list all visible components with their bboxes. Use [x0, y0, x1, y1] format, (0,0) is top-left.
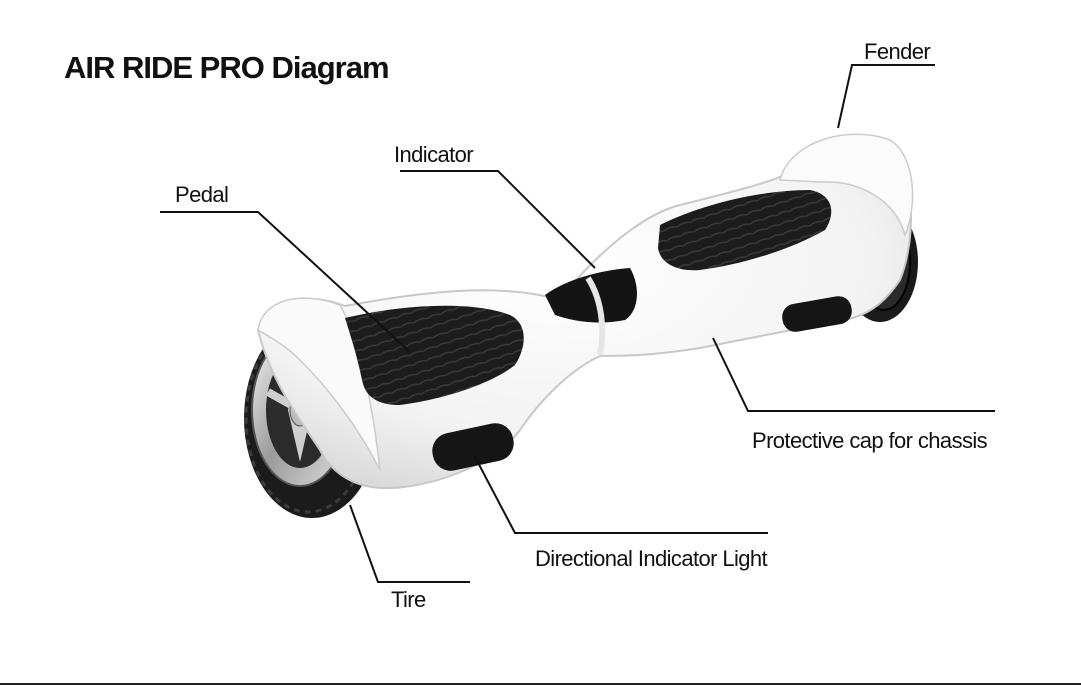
tire-callout-line	[350, 505, 470, 582]
fender-callout-line	[838, 65, 935, 128]
label-tire: Tire	[391, 587, 426, 613]
label-directional-light: Directional Indicator Light	[535, 546, 767, 572]
center-indicator	[545, 268, 637, 322]
label-fender: Fender	[864, 39, 930, 65]
protective-cap-callout-line	[713, 338, 995, 411]
label-protective-cap: Protective cap for chassis	[752, 428, 987, 454]
label-pedal: Pedal	[175, 182, 228, 208]
directional-light-callout-line	[474, 455, 768, 533]
indicator-callout-line	[400, 171, 595, 268]
label-indicator: Indicator	[394, 142, 473, 168]
